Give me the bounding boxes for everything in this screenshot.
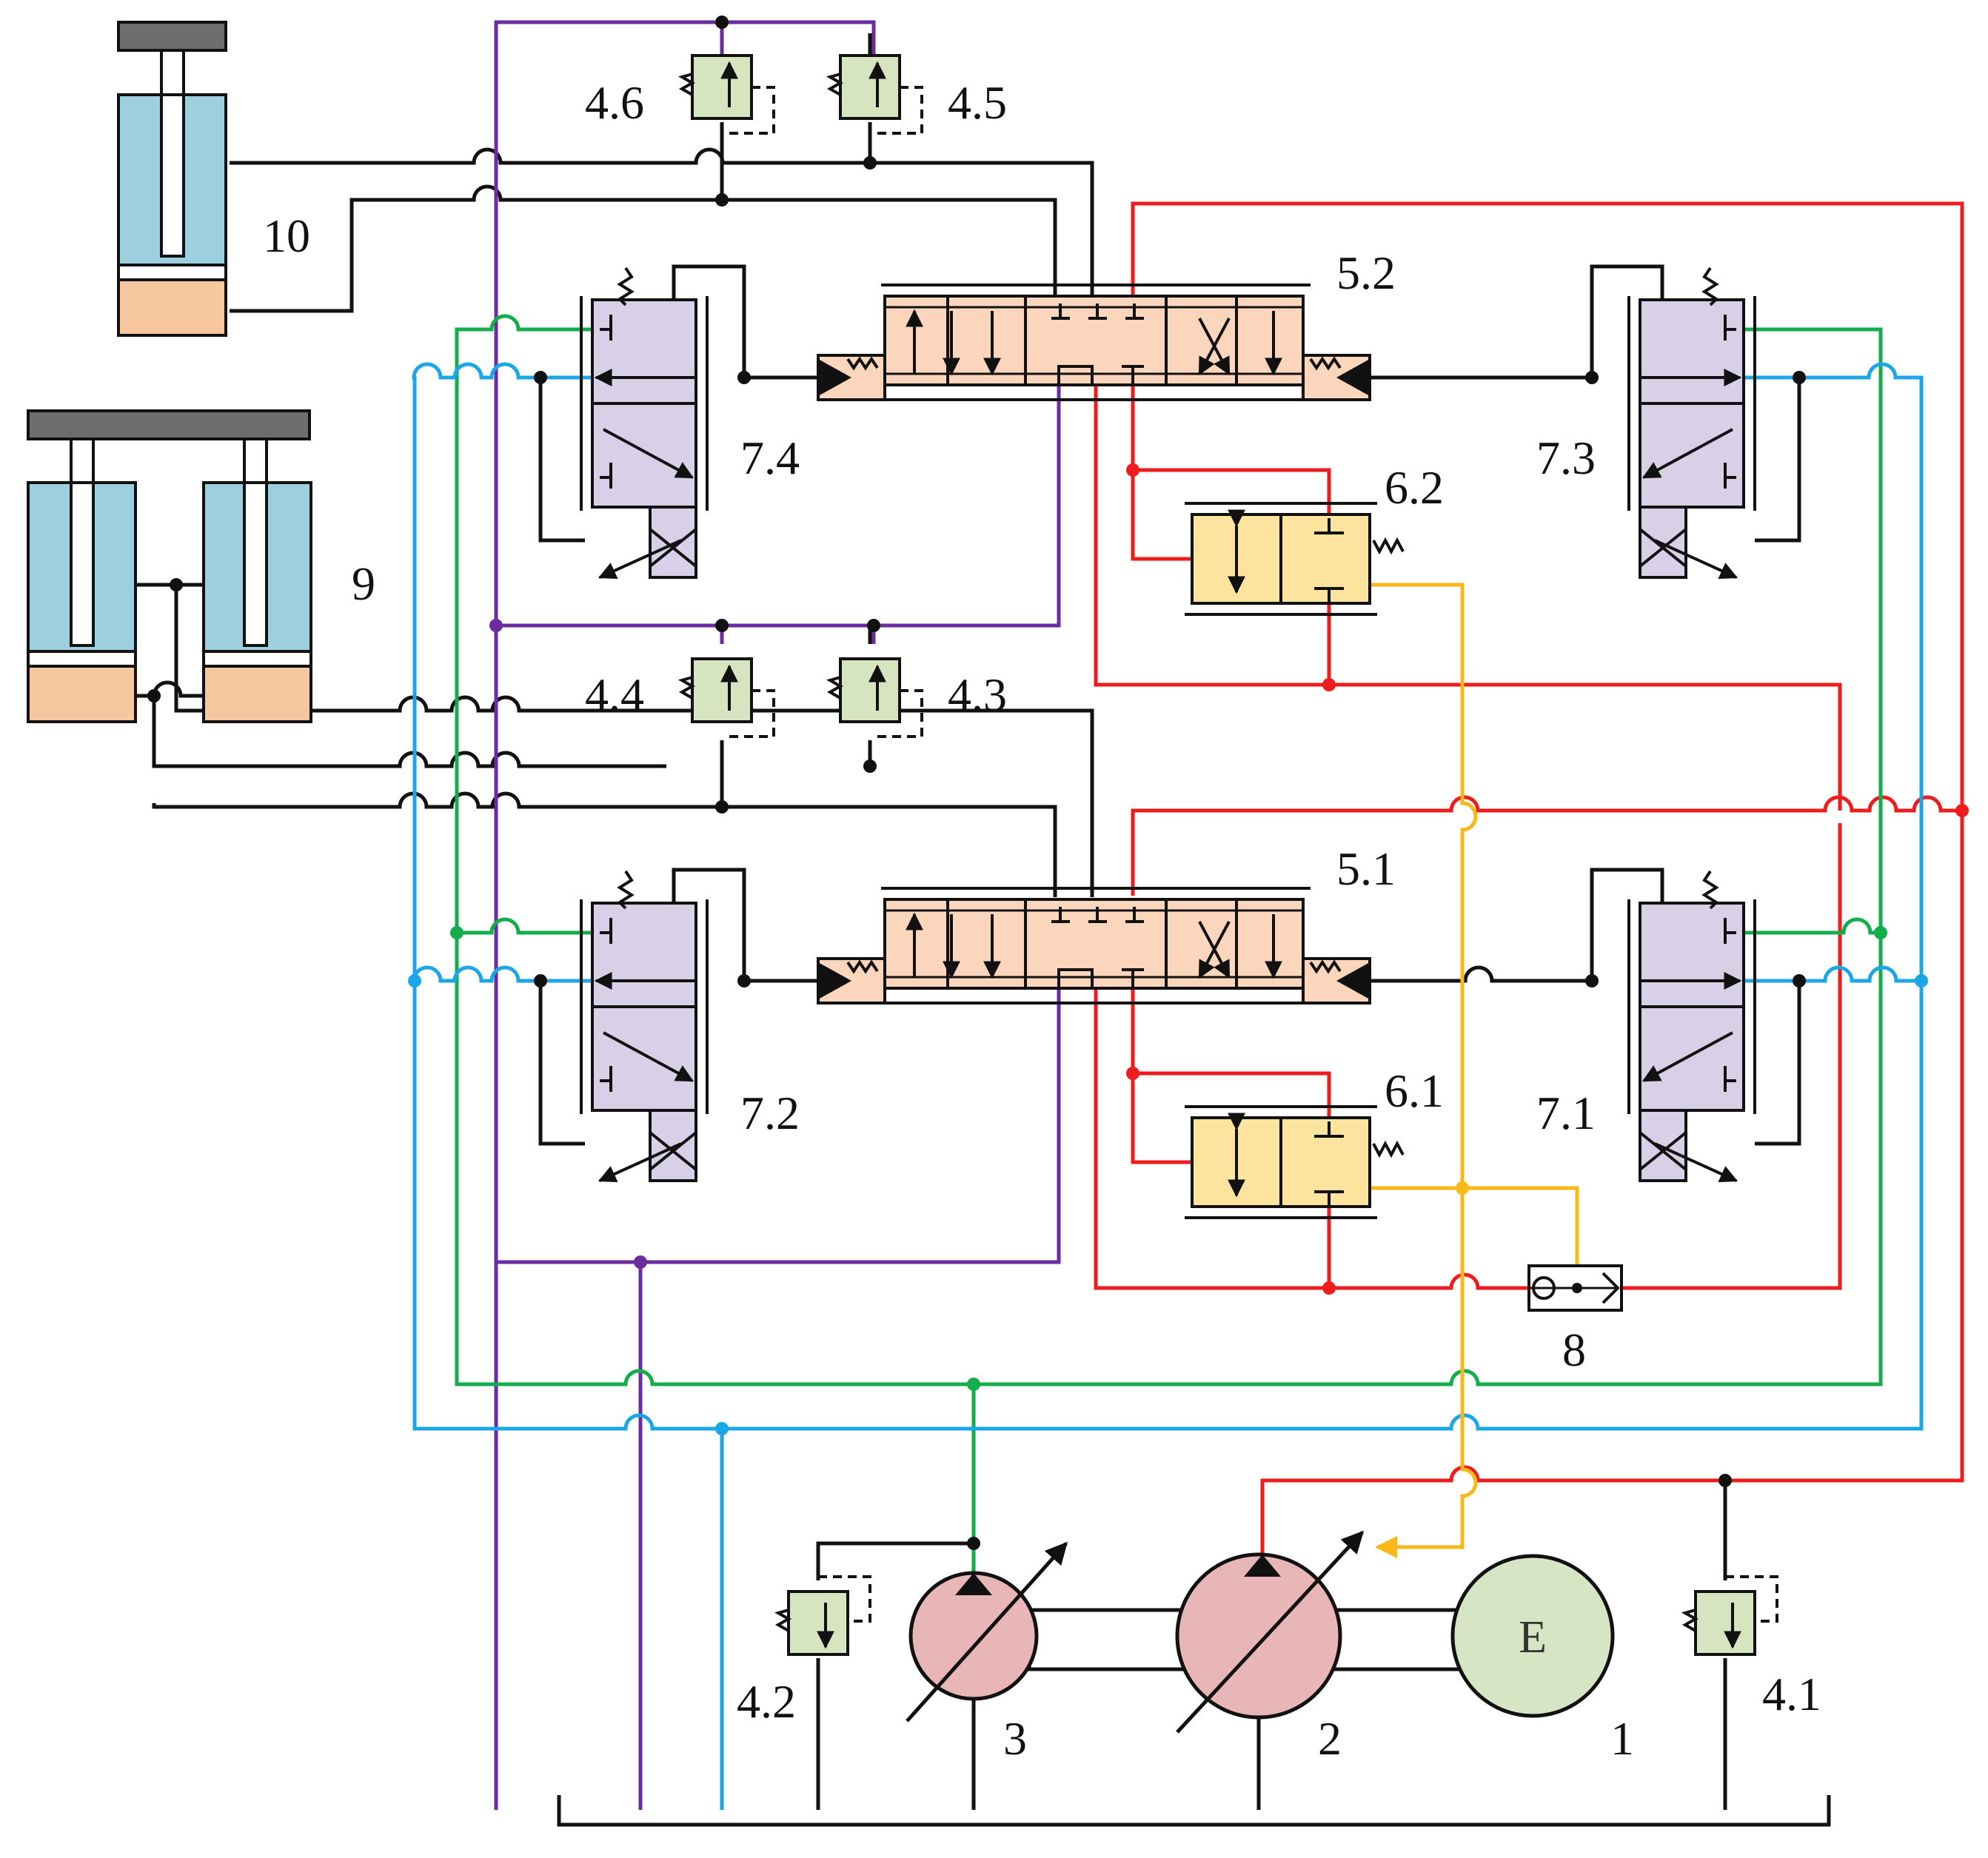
relief-valve-4-3 bbox=[826, 657, 923, 738]
relief-valve-4-1 bbox=[1681, 1575, 1778, 1656]
label-4-6: 4.6 bbox=[585, 76, 644, 129]
label-10: 10 bbox=[263, 209, 310, 262]
label-4-2: 4.2 bbox=[737, 1675, 796, 1728]
component-labels: 10 9 4.6 4.5 4.4 4.3 5.2 5.1 7.4 7.3 7.2… bbox=[263, 76, 1821, 1765]
label-2: 2 bbox=[1318, 1712, 1342, 1765]
orange-lines bbox=[1370, 583, 1579, 1558]
directional-valve-5-2 bbox=[817, 284, 1371, 401]
junction-dots bbox=[147, 16, 1969, 1550]
electric-motor bbox=[1450, 1554, 1615, 1718]
label-4-5: 4.5 bbox=[948, 76, 1007, 129]
pump-motor-group bbox=[906, 1530, 1615, 1734]
blue-lines bbox=[412, 362, 1924, 1810]
relief-valve-4-4 bbox=[677, 657, 775, 738]
label-7-1: 7.1 bbox=[1536, 1087, 1596, 1139]
cylinder-group-9 bbox=[27, 409, 312, 723]
label-3: 3 bbox=[1003, 1712, 1027, 1765]
cylinder-10 bbox=[117, 21, 227, 337]
red-lines bbox=[1094, 201, 1964, 1562]
label-7-2: 7.2 bbox=[740, 1087, 800, 1139]
pump-2 bbox=[1175, 1552, 1342, 1720]
label-8: 8 bbox=[1562, 1324, 1586, 1376]
pilot-valve-7-2 bbox=[580, 870, 709, 1182]
label-7-3: 7.3 bbox=[1536, 432, 1596, 484]
pilot-valve-7-1 bbox=[1627, 870, 1756, 1182]
relief-valve-4-2 bbox=[774, 1575, 871, 1656]
pilot-valve-7-4 bbox=[580, 266, 709, 579]
label-7-4: 7.4 bbox=[740, 432, 800, 484]
label-6-1: 6.1 bbox=[1385, 1064, 1444, 1117]
label-4-4: 4.4 bbox=[585, 668, 644, 721]
purple-lines bbox=[494, 20, 1061, 1810]
label-6-2: 6.2 bbox=[1385, 461, 1444, 514]
relief-valve-4-6 bbox=[677, 54, 775, 135]
label-1: 1 bbox=[1610, 1712, 1634, 1765]
label-5-1: 5.1 bbox=[1336, 842, 1396, 895]
motor-label: E bbox=[1519, 1612, 1547, 1663]
valve-6-2 bbox=[1185, 502, 1405, 616]
relief-valve-4-5 bbox=[826, 54, 923, 135]
valve-6-1 bbox=[1185, 1105, 1405, 1219]
label-5-2: 5.2 bbox=[1336, 246, 1396, 299]
label-4-3: 4.3 bbox=[948, 668, 1007, 721]
pilot-valve-7-3 bbox=[1627, 266, 1756, 579]
label-4-1: 4.1 bbox=[1762, 1668, 1821, 1720]
directional-valve-5-1 bbox=[817, 887, 1371, 1005]
label-9: 9 bbox=[352, 557, 375, 610]
